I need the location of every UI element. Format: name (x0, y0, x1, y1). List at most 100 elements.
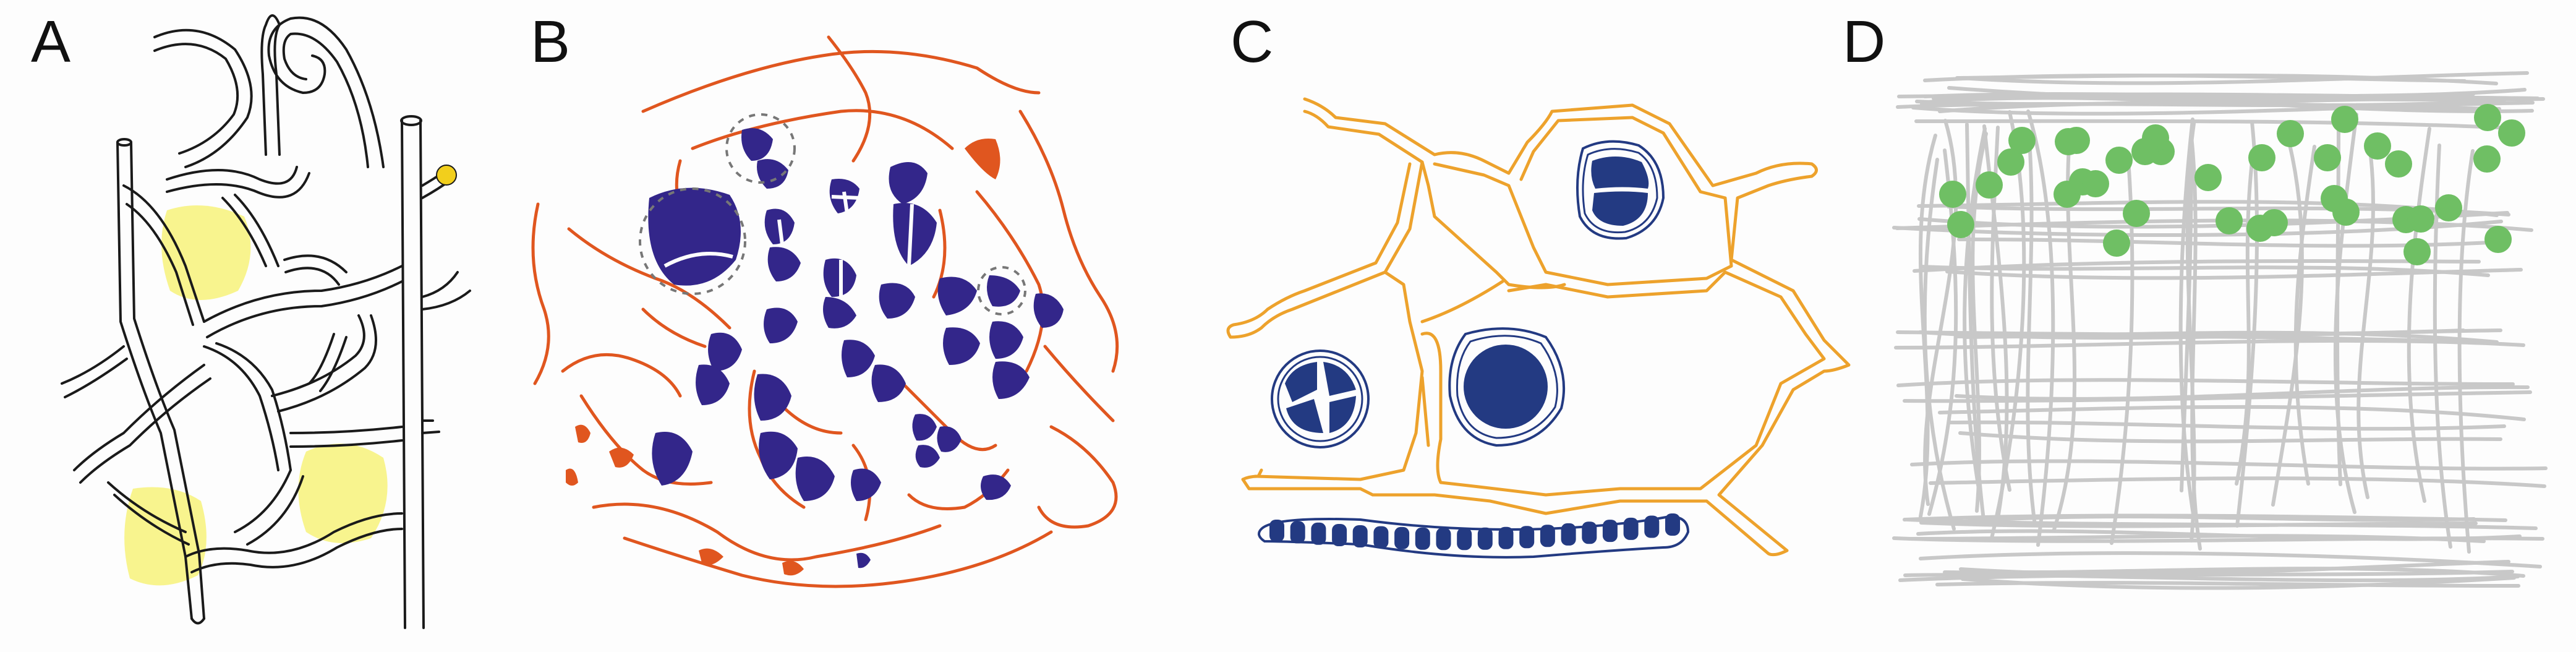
blue-cell-28 (937, 426, 962, 452)
orange-strand-9 (975, 190, 1045, 373)
green-dot (2103, 229, 2130, 257)
orange-strand-4 (567, 227, 731, 330)
orange-strand-7 (623, 530, 1053, 588)
divider-4 (777, 219, 784, 245)
cell-tetrad-q3 (1329, 396, 1356, 433)
divider-1 (663, 252, 733, 268)
orange-cell-6 (782, 560, 804, 576)
blue-cell-16 (696, 364, 730, 405)
grey-filaments (1892, 71, 2548, 590)
green-dot (2131, 138, 2159, 165)
blue-cell-25 (795, 457, 835, 501)
cell-tetrad-q2 (1323, 362, 1356, 396)
cell-twin-mid (1582, 148, 1658, 234)
wall-outer-1 (1241, 97, 1851, 557)
blue-cell-13 (1033, 293, 1064, 328)
orange-strand-21 (932, 208, 947, 299)
hypha-diag-1 (122, 184, 205, 326)
cell-twin-top (1591, 156, 1649, 189)
panel-d: D (1843, 9, 2548, 590)
blue-cell-4 (889, 162, 928, 204)
envelope-2 (639, 187, 746, 295)
grey-filament (2433, 144, 2452, 549)
grey-filament (1923, 73, 2467, 83)
orange-strand-3 (691, 109, 954, 150)
grey-filament (1938, 101, 2501, 113)
hypha-top-loop (267, 16, 385, 168)
grey-filament (1922, 158, 1956, 531)
grey-filament (1958, 431, 2502, 444)
filament-bead (1582, 521, 1597, 544)
cell-dividers (663, 191, 914, 297)
filament-bead (1457, 528, 1472, 551)
green-dot (1939, 181, 1966, 208)
filament-bead (1477, 527, 1493, 550)
orange-cells (566, 139, 1000, 576)
blue-cell-31 (856, 552, 871, 568)
cell-round-outer (1448, 327, 1566, 447)
grey-filament (1911, 101, 2535, 116)
blue-cell-26 (851, 468, 881, 501)
green-dot (2403, 238, 2431, 265)
hypha-diag-6 (73, 364, 211, 484)
panel-d-label: D (1843, 9, 1885, 75)
orange-network (531, 35, 1119, 588)
grey-filament (2356, 144, 2376, 499)
grey-filament (1895, 218, 2533, 232)
hypha-diag-3 (203, 342, 292, 471)
filament-bead (1561, 523, 1576, 546)
hypha-diag-8 (184, 512, 403, 573)
filament-bead (1498, 526, 1514, 549)
green-dots (1939, 104, 2525, 265)
grey-filament (1955, 385, 2530, 401)
orange-cell-5 (699, 548, 723, 565)
green-dot (2484, 226, 2512, 253)
filament-bead (1352, 525, 1368, 547)
blue-cell-30 (981, 474, 1011, 500)
orange-strand-5 (561, 353, 682, 398)
green-dot (2008, 127, 2036, 154)
hypha-diag-5 (289, 426, 403, 448)
grey-filament (1935, 581, 2520, 588)
orange-cell-4 (566, 468, 578, 486)
grey-filament (1963, 127, 1987, 491)
orange-strand-17 (641, 307, 707, 348)
orange-strand-1 (531, 202, 550, 385)
grey-filament (1962, 334, 2473, 343)
orange-cell-2 (609, 447, 634, 468)
cell-envelopes (639, 113, 1026, 315)
blue-cell-14 (764, 307, 798, 343)
grey-filament (2407, 127, 2431, 503)
hypha-diag-7 (61, 345, 128, 398)
cell-tetrad-outer (1271, 350, 1370, 448)
cell-twin-bottom (1592, 191, 1648, 226)
green-dot (2194, 164, 2222, 191)
blue-cell-5 (893, 203, 937, 266)
blue-cell-29 (915, 445, 940, 468)
blue-cell-15 (708, 332, 742, 371)
orange-strand-6 (592, 502, 942, 562)
grey-filament (1896, 378, 2515, 387)
panel-a: A (31, 9, 471, 629)
hypha-diag-14 (190, 617, 205, 625)
green-dot (2216, 207, 2243, 234)
envelope-1 (725, 113, 796, 184)
grey-filament (1938, 405, 2526, 421)
grey-filament (1916, 529, 2522, 541)
orange-cell-3 (575, 424, 591, 443)
green-dot (2063, 127, 2090, 154)
green-dot (2277, 120, 2304, 147)
filament-bead (1415, 527, 1430, 550)
wall-inner-2 (1433, 116, 1733, 286)
panel-c: C (1226, 9, 1851, 559)
blue-cell-17 (754, 374, 791, 421)
grey-filament (1914, 119, 2512, 130)
blue-cell-2 (757, 159, 788, 189)
navy-cells (1258, 140, 1690, 559)
blue-cell-11 (937, 277, 977, 315)
green-dot (2246, 215, 2274, 242)
cell-round-core (1464, 345, 1548, 429)
cell-round-mid (1456, 335, 1558, 439)
cell-tetrad (1271, 350, 1370, 448)
yellow-spore-dot (436, 165, 457, 186)
